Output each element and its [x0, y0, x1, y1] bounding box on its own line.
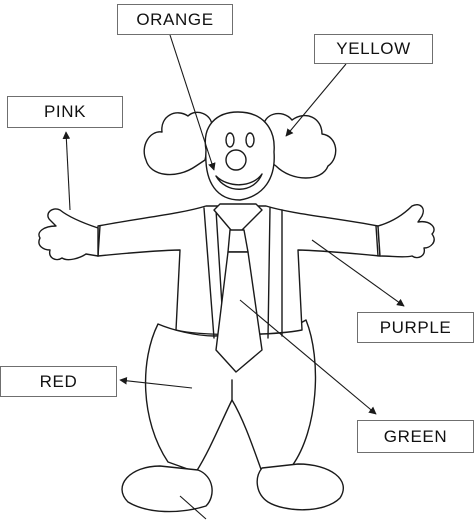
label-yellow: YELLOW: [314, 34, 433, 64]
label-green: GREEN: [357, 420, 474, 453]
clown-shoes: [121, 463, 344, 513]
clown-nose: [225, 149, 247, 171]
clown-left-eye: [225, 132, 235, 148]
label-pink: PINK: [7, 96, 123, 128]
arrow-orange: [169, 34, 216, 171]
clown-suspenders: [203, 207, 283, 339]
label-red: RED: [0, 366, 117, 397]
clown-hair: [143, 111, 337, 179]
label-purple: PURPLE: [357, 312, 474, 343]
arrow-shoes: [179, 495, 207, 520]
clown-right-eye: [245, 132, 255, 148]
arrow-yellow: [285, 63, 347, 137]
arrow-pink: [62, 131, 71, 211]
arrow-green: [239, 299, 377, 415]
clown-mouth: [215, 173, 263, 190]
arrow-purple: [311, 239, 405, 307]
pointer-arrows: [62, 34, 405, 520]
label-orange: ORANGE: [117, 4, 233, 35]
clown-head: [204, 111, 275, 201]
arrow-red: [119, 376, 193, 389]
clown-tie: [213, 203, 263, 373]
clown-hands: [38, 204, 435, 261]
